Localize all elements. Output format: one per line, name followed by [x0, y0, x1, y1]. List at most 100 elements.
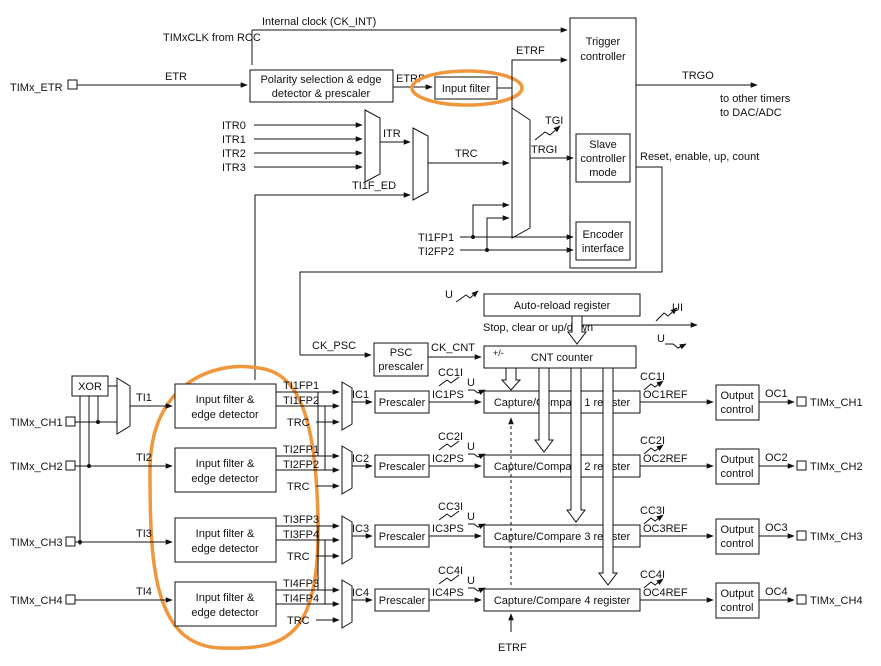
u-arrow: [468, 587, 486, 594]
polarity-line2: detector & prescaler: [272, 88, 371, 100]
filter-label-line1: Input filter &: [196, 592, 255, 604]
output-pin-label: TIMx_CH3: [810, 531, 863, 543]
u-arrow: [468, 453, 486, 460]
fp-b-label: TI3FP4: [283, 529, 319, 541]
cci-out-label: CC1I: [640, 371, 665, 383]
trc-mux: [412, 127, 429, 201]
icps-label: IC3PS: [432, 523, 464, 535]
trgi-mux: [511, 107, 531, 239]
ic-label: IC4: [352, 587, 369, 599]
oc-label: OC3: [765, 522, 788, 534]
cci-out-label: CC3I: [640, 505, 665, 517]
junction-dot: [471, 235, 475, 239]
ic-mux: [341, 381, 353, 431]
ti1f-ed-label: TI1F_ED: [352, 180, 396, 192]
cci-in-arrow: [438, 574, 460, 585]
trigger-controller-line2: controller: [580, 51, 626, 63]
u-label: U: [467, 575, 475, 587]
filter-label-line1: Input filter &: [196, 394, 255, 406]
ck-cnt-label: CK_CNT: [431, 342, 475, 354]
filter-label-line2: edge detector: [191, 607, 259, 619]
input-filter-label: Input filter: [442, 83, 491, 95]
input-pin: [65, 594, 76, 605]
psc-line1: PSC: [390, 347, 413, 359]
oc-label: OC2: [765, 452, 788, 464]
ti-label: TI3: [136, 528, 152, 540]
etr-path: TIMx_ETR ETR Polarity selection & edge d…: [10, 45, 568, 232]
ocref-label: OC1REF: [643, 389, 688, 401]
autoreload-label: Auto-reload register: [514, 300, 611, 312]
internal-clock-label: Internal clock (CK_INT): [262, 16, 376, 28]
cci-in-label: CC1I: [438, 367, 463, 379]
timxclk-label: TIMxCLK from RCC: [163, 32, 261, 44]
input-pin-label: TIMx_CH4: [10, 595, 63, 607]
cci-out-label: CC4I: [640, 569, 665, 581]
itr0-label: ITR0: [222, 120, 246, 132]
input-pin: [65, 536, 76, 547]
trigger-section: Trigger controller Slave controller mode…: [299, 17, 791, 355]
ti2fp2-label: TI2FP2: [418, 246, 454, 258]
fp-a-label: TI3FP3: [283, 514, 319, 526]
ic-mux: [341, 445, 353, 495]
cci-out-arrow: [643, 578, 664, 589]
ti-label: TI1: [136, 392, 152, 404]
output-pin: [796, 460, 807, 471]
autoreload-register: [483, 293, 641, 317]
u-out-arrow: [665, 343, 687, 350]
ocref-label: OC2REF: [643, 453, 688, 465]
prescaler-label: Prescaler: [379, 461, 426, 473]
cci-in-label: CC3I: [438, 501, 463, 513]
output-pin: [796, 396, 807, 407]
reset-label: Reset, enable, up, count: [640, 151, 759, 163]
output-line1: Output: [720, 390, 753, 402]
encoder-line1: Encoder: [583, 229, 624, 241]
output-pin-label: TIMx_CH1: [810, 397, 863, 409]
itr-label: ITR: [383, 128, 401, 140]
counter-bus: ETRF: [498, 367, 618, 654]
ti1-mux: [116, 377, 131, 435]
bus-arrow: [598, 367, 618, 586]
output-line2: control: [720, 538, 753, 550]
fp-b-label: TI2FP2: [283, 459, 319, 471]
itr-section: ITR0 ITR1 ITR2 ITR3 ITR TRC TI1F_ED TI1F…: [222, 109, 574, 380]
itr-mux: [364, 109, 381, 183]
output-line2: control: [720, 468, 753, 480]
output-line2: control: [720, 404, 753, 416]
input-filter-edge-detector: [174, 383, 277, 429]
psc-line2: prescaler: [378, 361, 424, 373]
slave-controller-block: [575, 133, 631, 183]
polarity-block: [249, 69, 394, 103]
output-pin: [796, 530, 807, 541]
ti1fp1-label: TI1FP1: [418, 232, 454, 244]
ui-label: UI: [672, 302, 683, 314]
ic-label: IC1: [352, 389, 369, 401]
trc-in-label: TRC: [287, 551, 310, 563]
etrf-wire: [497, 57, 568, 89]
stop-label: Stop, clear or up/down: [483, 322, 593, 334]
etr-signal-label: ETR: [165, 71, 187, 83]
oc-label: OC1: [765, 388, 788, 400]
pm-label: +/-: [493, 348, 504, 358]
output-pin-label: TIMx_CH2: [810, 461, 863, 473]
trigger-controller-line1: Trigger: [586, 36, 621, 48]
filter-label-line1: Input filter &: [196, 528, 255, 540]
u-label: U: [467, 441, 475, 453]
cci-out-arrow: [643, 514, 664, 525]
icps-label: IC4PS: [432, 587, 464, 599]
slave-line3: mode: [589, 167, 617, 179]
autoreload-bus-arrow: [567, 315, 587, 345]
slave-line2: controller: [580, 153, 626, 165]
register-label: Capture/Compare 2 register: [494, 461, 631, 473]
ti2fp2-to-mux: [486, 215, 510, 250]
output-control-block: [715, 448, 760, 485]
prescaler-label: Prescaler: [379, 397, 426, 409]
prescaler-label: Prescaler: [379, 531, 426, 543]
bus-arrow: [534, 367, 554, 453]
slave-output-wire: [299, 166, 663, 355]
fp-a-label: TI1FP1: [283, 380, 319, 392]
tgi-label: TGI: [545, 115, 563, 127]
